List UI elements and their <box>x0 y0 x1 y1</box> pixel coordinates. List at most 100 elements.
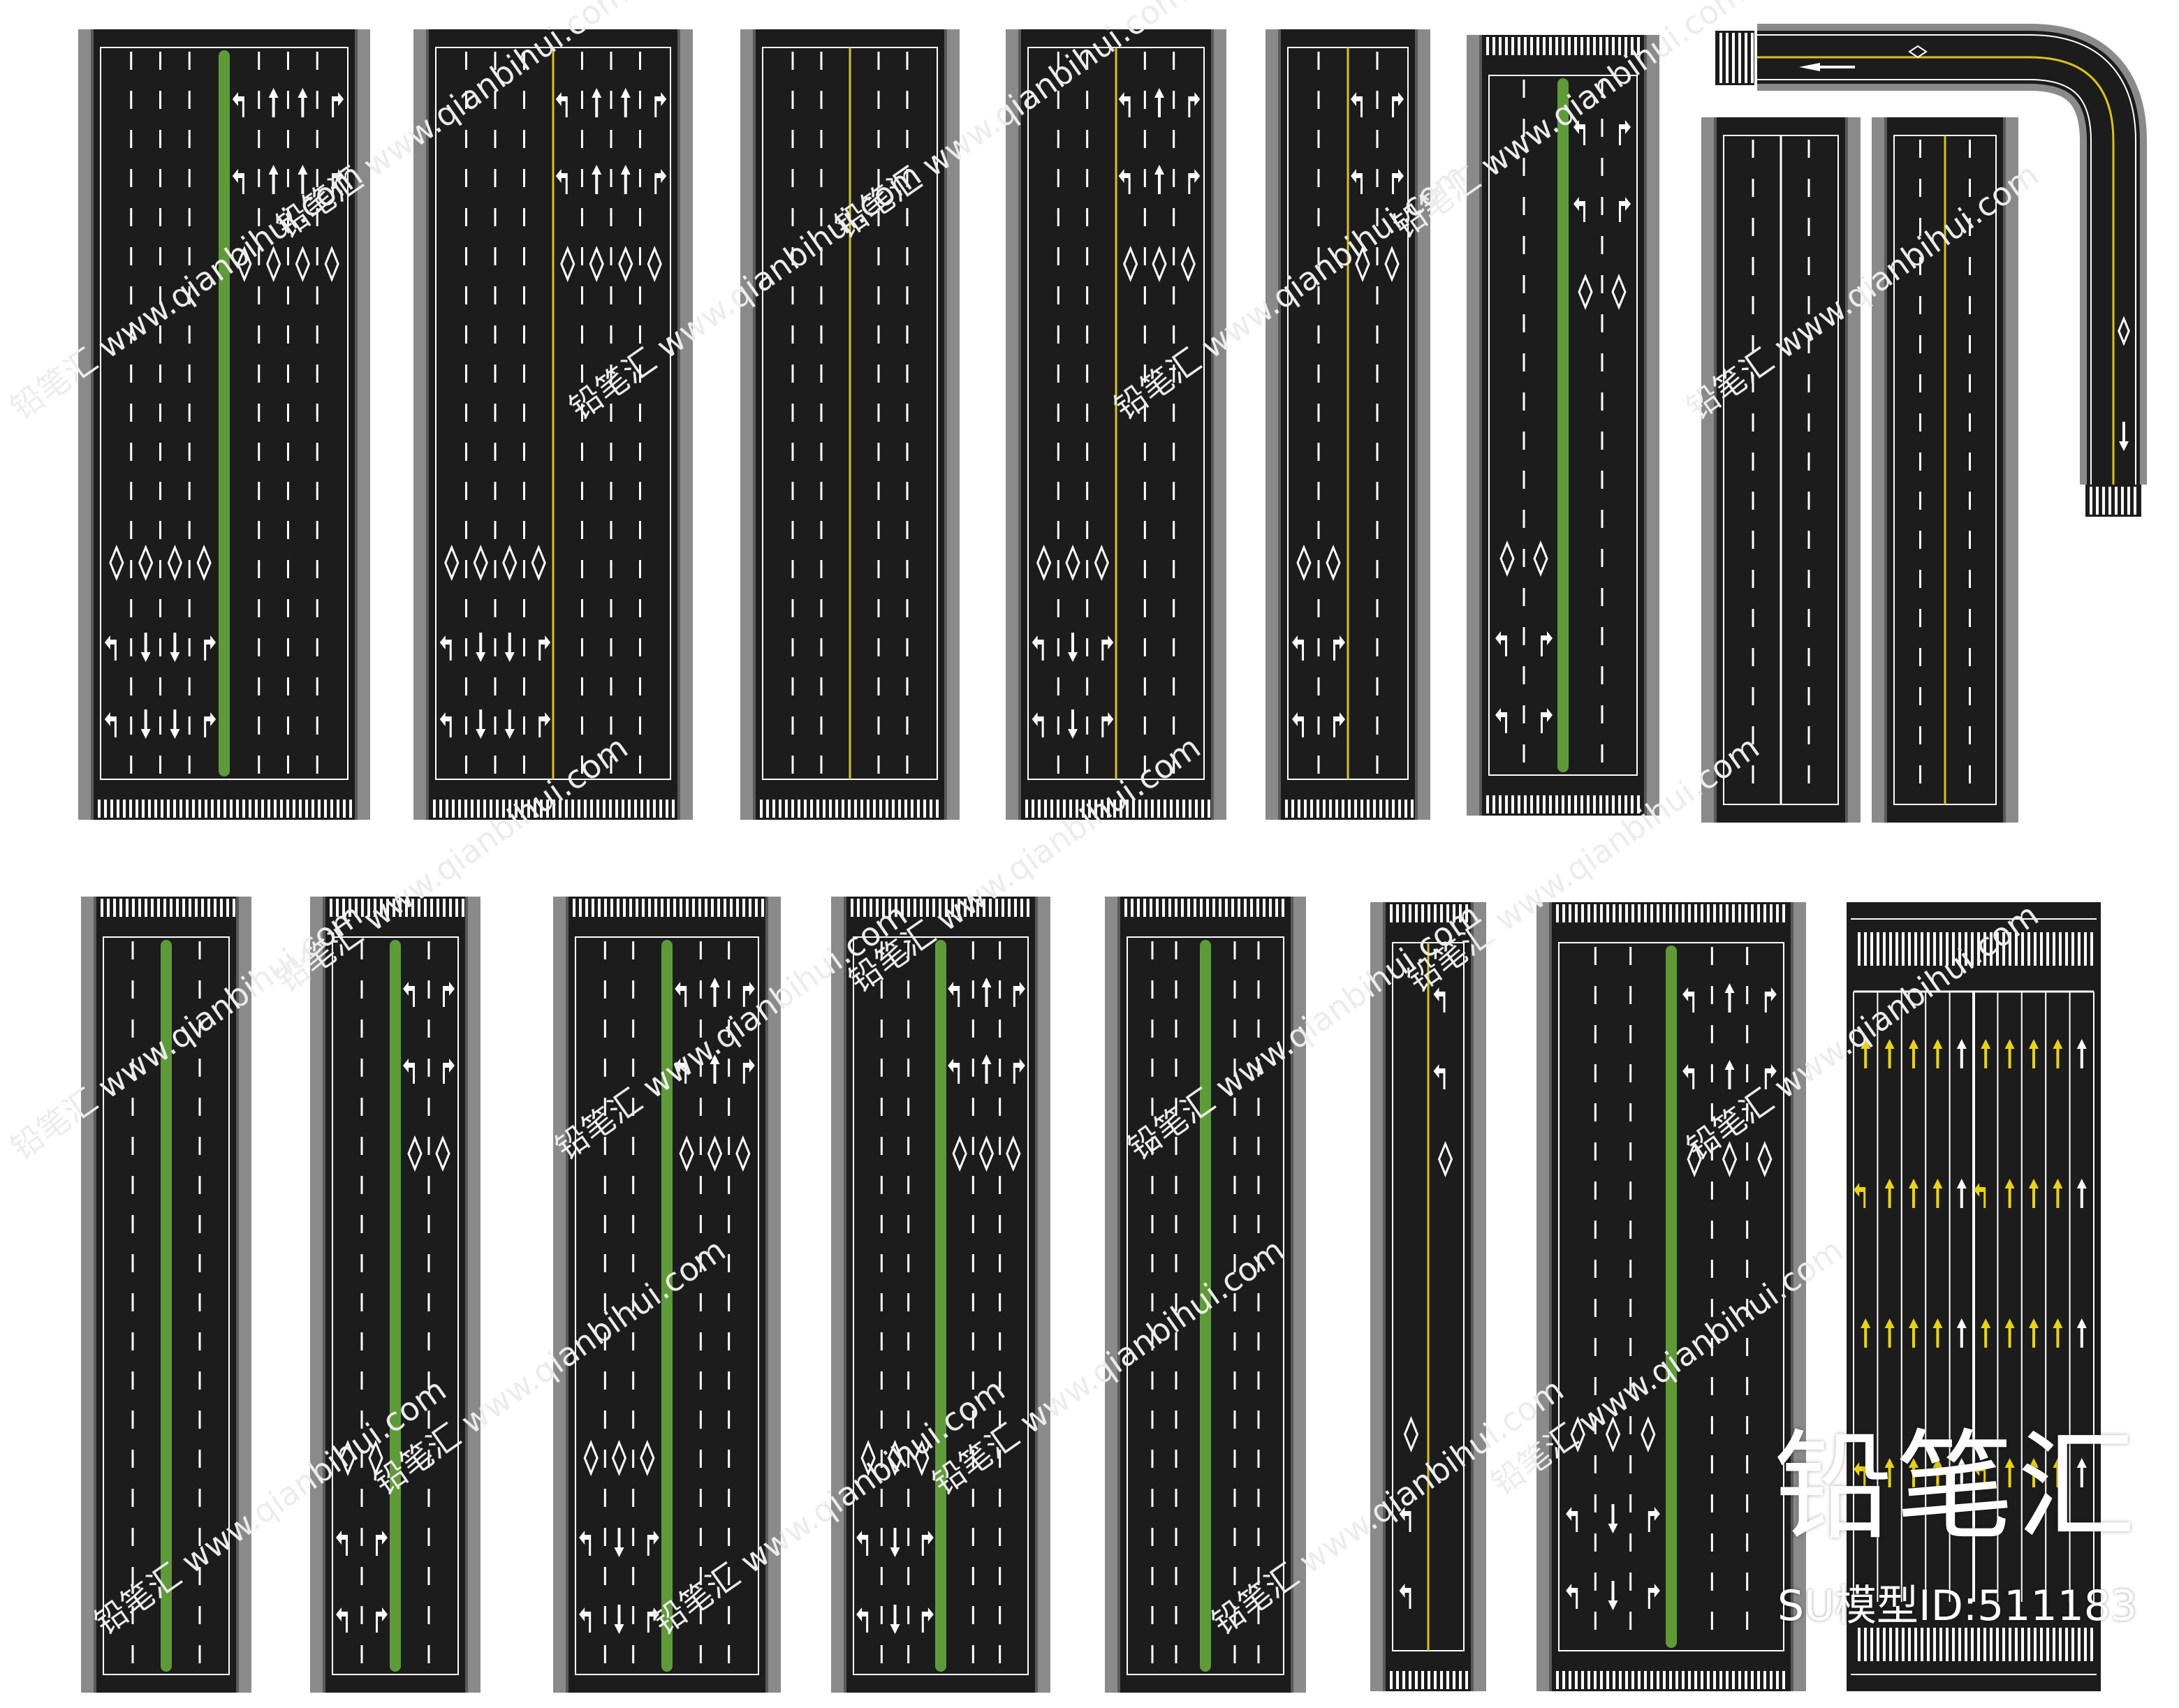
crosswalk-bottom <box>433 800 675 818</box>
green-median <box>390 940 401 1672</box>
lane-arrow <box>504 709 515 739</box>
turn-arrow <box>1392 169 1404 194</box>
curb-left <box>323 897 325 1693</box>
turn-arrow <box>204 635 217 661</box>
turn-arrow <box>1433 987 1446 1013</box>
turn-arrow <box>1032 712 1044 737</box>
turn-arrow <box>1682 1064 1695 1089</box>
curb-left <box>1549 902 1552 1691</box>
turn-arrow <box>1573 120 1585 145</box>
road-edge <box>575 936 759 1675</box>
turn-arrow <box>332 92 344 117</box>
lane-arrow <box>1981 1039 1991 1068</box>
curb-left <box>1383 902 1386 1691</box>
lane-arrow <box>1884 1458 1895 1487</box>
crosswalk-bottom <box>1486 795 1640 813</box>
lane-arrow <box>2053 1179 2063 1208</box>
turn-arrow <box>1333 635 1345 661</box>
turn-arrow <box>1292 635 1304 661</box>
turn-arrow <box>1682 987 1695 1013</box>
lane-arrow <box>981 978 992 1007</box>
diamond-marking <box>640 1440 655 1476</box>
diamond-marking <box>1123 246 1138 282</box>
markings-group <box>336 982 455 1633</box>
lane-arrow <box>1861 1318 1871 1348</box>
lane-arrow <box>1608 1504 1618 1533</box>
lane-arrow <box>476 633 486 662</box>
crosswalk-bottom <box>1390 1671 1468 1689</box>
curb-right <box>1791 902 1793 1691</box>
lane-arrow <box>2004 1318 2015 1348</box>
turn-arrow <box>439 712 452 737</box>
turn-arrow <box>538 712 551 737</box>
curb-right <box>1415 29 1418 820</box>
lane-arrow <box>170 709 180 739</box>
diamond-marking <box>1403 1416 1419 1452</box>
crosswalk-top <box>1124 899 1284 917</box>
lane-arrow <box>620 165 631 194</box>
lane-arrow <box>890 1605 900 1634</box>
turn-arrow <box>1101 635 1114 661</box>
lane-arrow <box>1956 1179 1967 1208</box>
curb-left <box>566 897 568 1693</box>
diamond-marking <box>611 1440 627 1476</box>
diamond-marking <box>435 1135 450 1172</box>
green-median <box>661 940 673 1672</box>
turn-arrow <box>104 635 117 661</box>
diamond-marking <box>978 1135 995 1172</box>
crosswalk-left <box>1719 33 1754 83</box>
turn-arrow <box>1854 1462 1866 1487</box>
curb-left <box>91 29 94 820</box>
turn-arrow <box>232 169 244 194</box>
green-median <box>161 940 172 1672</box>
green-median <box>1200 940 1211 1672</box>
turn-arrow <box>332 169 344 194</box>
diamond-marking <box>138 545 154 581</box>
model-id-label: SU模型ID:511183 <box>1777 1582 2138 1630</box>
crosswalk-top <box>1486 37 1640 55</box>
diamond-marking <box>1355 246 1370 282</box>
road-curve <box>1715 24 2176 521</box>
road-i <box>81 897 251 1693</box>
lane-arrow <box>592 165 602 194</box>
lane-arrow <box>2029 1458 2039 1487</box>
green-median <box>1666 945 1677 1648</box>
turn-arrow <box>921 1531 934 1556</box>
lane-arrow <box>1884 1039 1895 1068</box>
turn-arrow <box>1566 1507 1578 1532</box>
road-n <box>1370 902 1486 1691</box>
turn-arrow <box>336 1531 348 1556</box>
lane-arrow <box>2076 1039 2087 1068</box>
diamond-marking <box>1611 274 1627 310</box>
markings-group <box>1495 120 1631 733</box>
turn-arrow <box>948 1059 960 1084</box>
diamond-marking <box>560 246 575 282</box>
diamond-marking <box>618 246 633 282</box>
turn-arrow <box>376 1607 388 1633</box>
diamond-marking <box>167 545 182 581</box>
curb-right <box>1291 897 1293 1693</box>
turn-arrow <box>403 1059 415 1084</box>
turn-arrow <box>1188 92 1201 117</box>
turn-arrow <box>1619 197 1631 222</box>
lane-arrow <box>1884 1179 1895 1208</box>
turn-arrow <box>1433 1064 1446 1089</box>
markings-group <box>439 88 667 739</box>
markings-group <box>1799 45 2130 451</box>
lane-arrow <box>620 88 631 117</box>
turn-arrow <box>647 1531 659 1556</box>
lane-arrow <box>1154 165 1164 194</box>
turn-arrow <box>675 982 687 1007</box>
lane-arrow <box>1956 1039 1967 1068</box>
diamond-marking <box>109 545 124 581</box>
road-edge <box>332 936 459 1675</box>
diamond-marking <box>1065 545 1080 581</box>
turn-arrow <box>856 1607 869 1633</box>
turn-arrow <box>1118 92 1131 117</box>
curb-left <box>1117 897 1120 1693</box>
crosswalk-top <box>573 899 764 917</box>
curb-right <box>236 897 239 1693</box>
diamond-marking <box>735 1135 751 1172</box>
turn-arrow <box>1032 635 1044 661</box>
curb-left <box>1714 117 1717 823</box>
